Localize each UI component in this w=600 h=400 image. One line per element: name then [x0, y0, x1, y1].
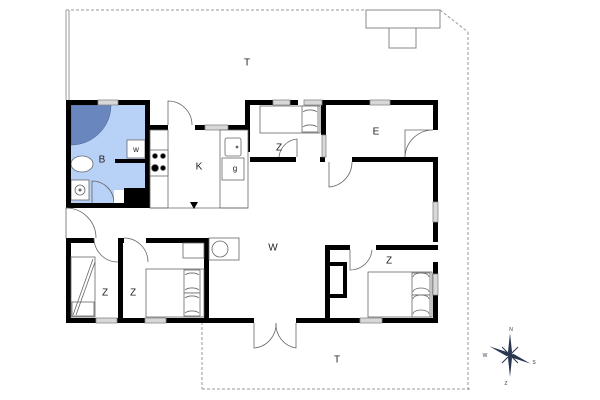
bath-door-swing: [91, 180, 115, 204]
fridge-box: [221, 157, 245, 181]
shower-icon: [70, 104, 112, 146]
kitchen-entry-door: [167, 100, 193, 126]
terrace-door-right: [275, 322, 297, 349]
stove-heater: [208, 237, 240, 261]
label-bathroom: B: [99, 155, 106, 166]
bed-double-left: [145, 242, 205, 318]
terrace-top-outline: [66, 9, 469, 390]
kitchen-fixtures: [149, 129, 249, 209]
stove-icon: [149, 149, 169, 177]
label-bedroom-top: Z: [276, 143, 282, 154]
toilet-icon: [70, 155, 94, 173]
bed2-door: [93, 237, 119, 263]
terrace-bottom-outline: [201, 322, 472, 390]
label-living: W: [268, 243, 278, 254]
label-terrace-bottom: T: [334, 355, 340, 366]
label-kitchen: K: [196, 162, 203, 173]
bed-bunk: [70, 256, 96, 318]
bed1-door: [278, 138, 298, 158]
label-entrance: E: [373, 127, 380, 138]
bed4-door: [349, 249, 373, 271]
doors: [65, 100, 434, 349]
bed-top: [259, 105, 321, 134]
compass-icon: N W S Z: [483, 327, 537, 387]
bed-double-right: [367, 271, 433, 318]
label-bedroom-small: Z: [102, 288, 108, 299]
label-bedroom-left: Z: [130, 288, 136, 299]
bathroom-area: [70, 104, 146, 206]
entrance-arrow-icon: [190, 202, 198, 209]
entry-door-right: [404, 129, 434, 158]
compass-w: W: [483, 353, 488, 359]
bed3-door: [123, 237, 149, 263]
label-bedroom-right: Z: [386, 256, 392, 267]
compass-s: S: [532, 360, 536, 366]
hall-door: [65, 207, 97, 239]
entry-door-inner: [328, 161, 353, 188]
walls: [66, 100, 438, 323]
label-terrace-top: T: [244, 58, 250, 69]
windows: [95, 99, 439, 324]
terrace-door-left: [253, 322, 277, 349]
terrace-top-edge: [65, 10, 70, 100]
label-washer: w: [132, 145, 139, 154]
compass-n: N: [509, 327, 513, 333]
outdoor-feature: [365, 9, 441, 49]
compass-e: Z: [504, 381, 507, 387]
kitchen-sink-icon: [224, 137, 242, 157]
label-fridge: g: [233, 164, 237, 173]
